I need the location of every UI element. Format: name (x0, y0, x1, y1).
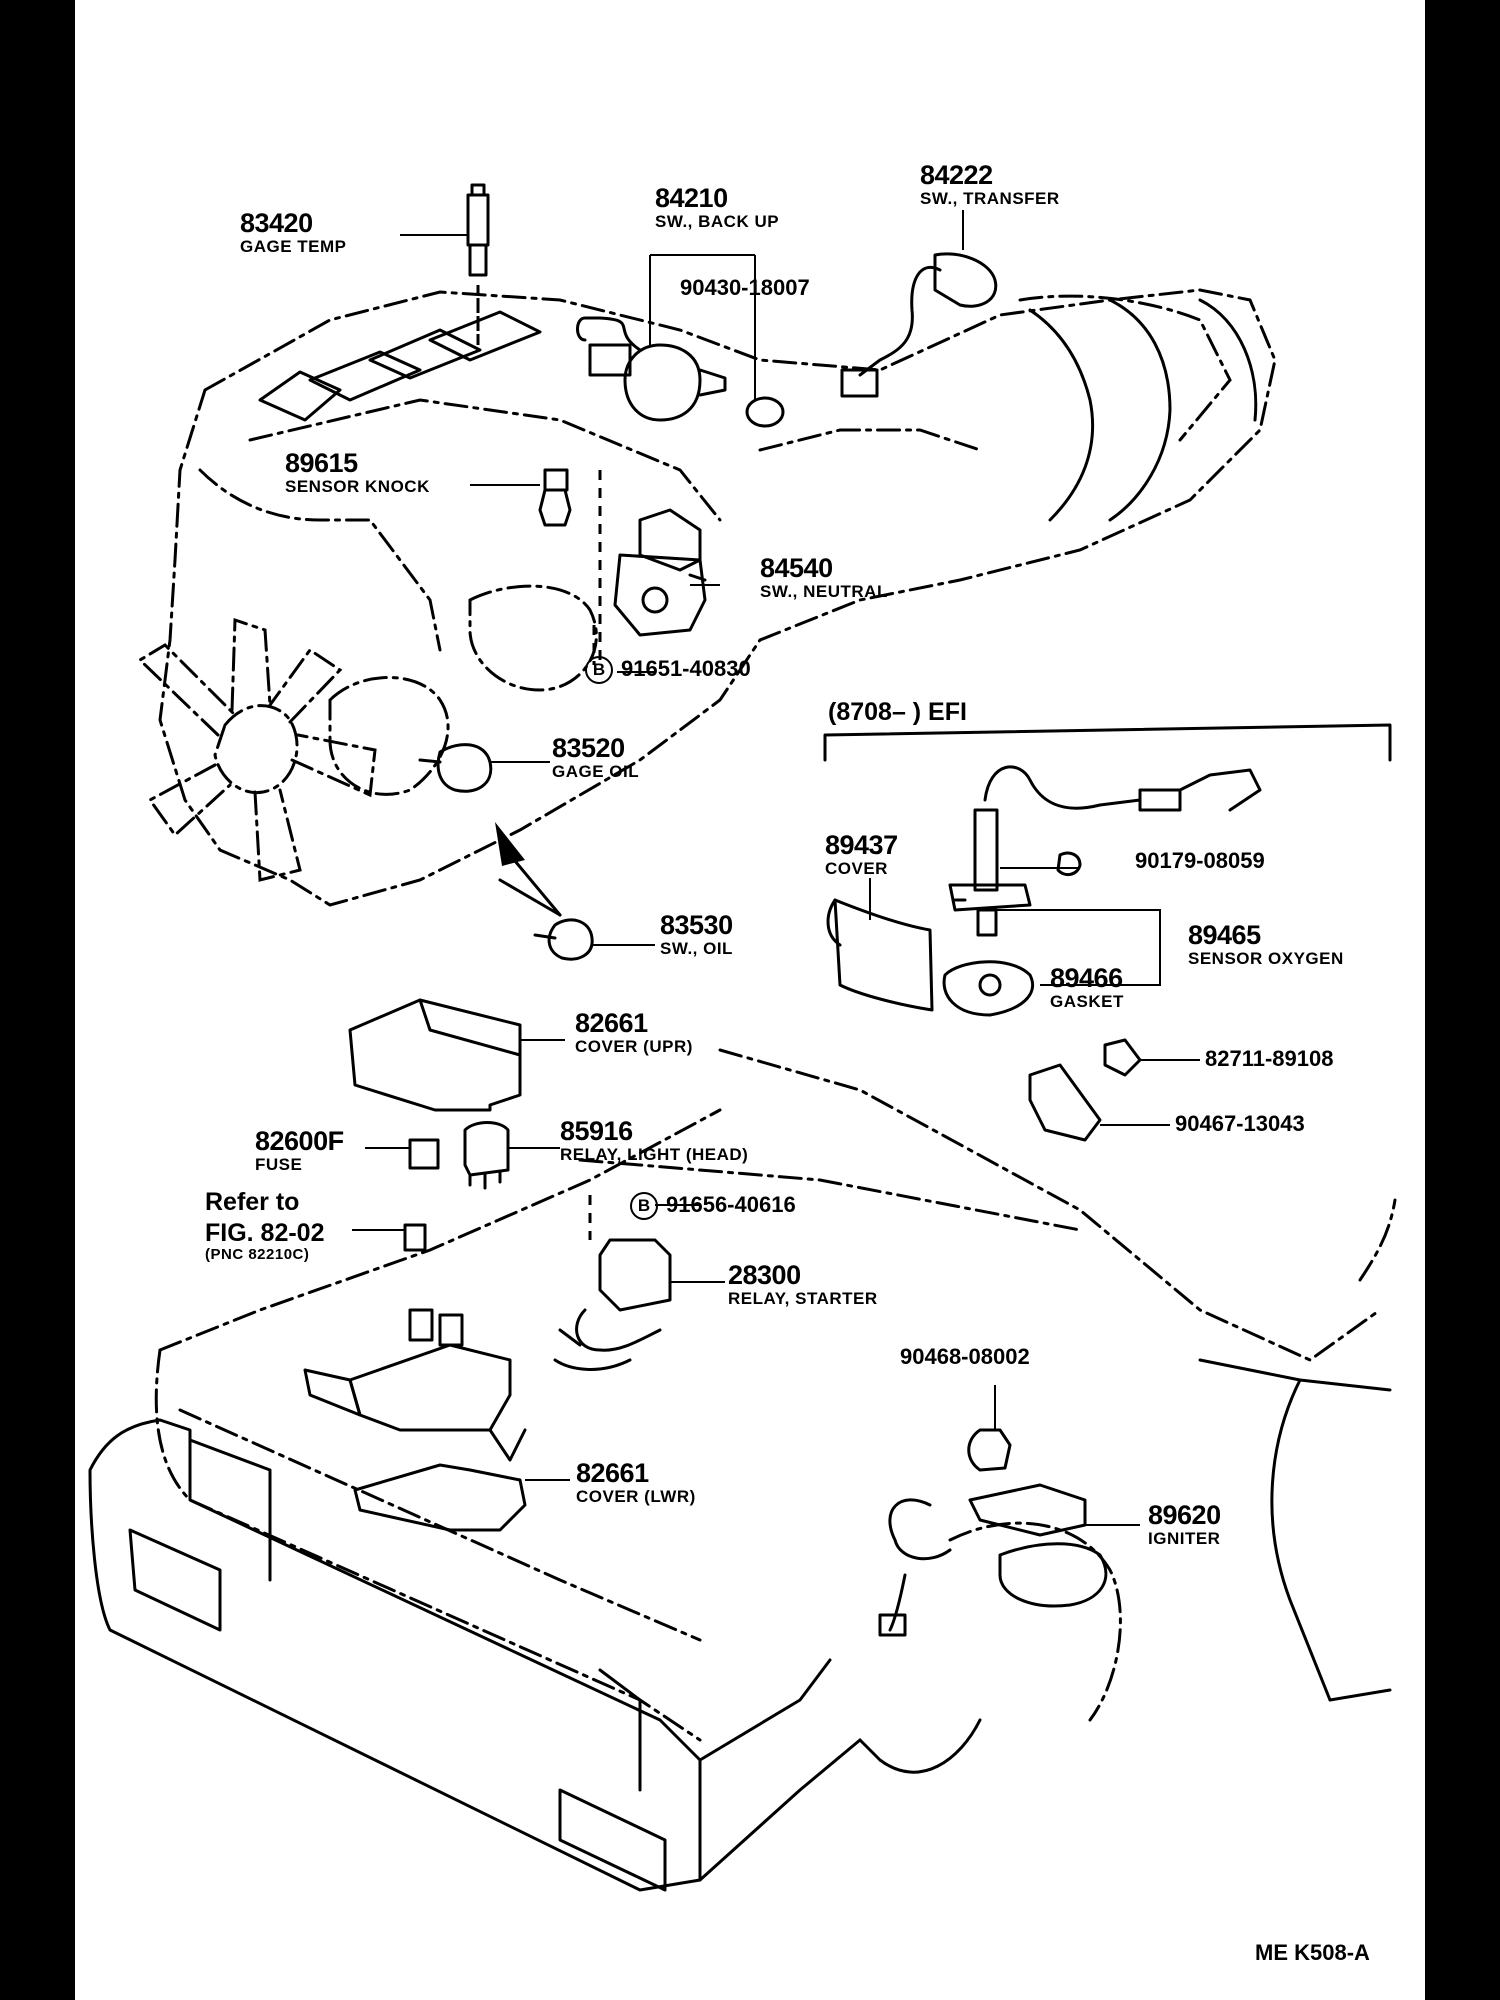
gage-temp-sender-drawing (466, 183, 490, 277)
part-number: 82600F (255, 1126, 344, 1156)
label-82661-lower: 82661 COVER (LWR) (576, 1458, 696, 1506)
label-89465: 89465 SENSOR OXYGEN (1188, 920, 1344, 968)
refer-line2: FIG. 82-02 (205, 1219, 325, 1247)
diagram-sheet (75, 0, 1425, 2000)
cover-lower-drawing (353, 1463, 527, 1532)
part-name: COVER (825, 859, 888, 878)
oil-pressure-switch-drawing (495, 822, 594, 961)
part-number: 89466 (1050, 963, 1123, 993)
engine-drawing (158, 288, 1277, 907)
label-82600F: 82600F FUSE (255, 1126, 344, 1174)
label-89437: 89437 COVER (825, 830, 898, 878)
label-91656-40616: B 91656-40616 (630, 1192, 796, 1220)
part-name: GAGE OIL (552, 762, 640, 781)
part-name: SW., BACK UP (655, 212, 780, 231)
transfer-switch-drawing (840, 252, 998, 398)
part-name: RELAY, STARTER (728, 1289, 878, 1308)
part-number: 83420 (240, 208, 313, 238)
label-90468-08002: 90468-08002 (900, 1344, 1030, 1369)
part-number: 82661 (575, 1008, 648, 1038)
label-90430-18007: 90430-18007 (680, 275, 810, 300)
bracket-small-drawing (1028, 1038, 1142, 1142)
part-name: IGNITER (1148, 1529, 1221, 1548)
part-name: COVER (LWR) (576, 1487, 696, 1506)
label-85916: 85916 RELAY, LIGHT (HEAD) (560, 1116, 749, 1164)
label-84222: 84222 SW., TRANSFER (920, 160, 1060, 208)
part-number: 89465 (1188, 920, 1261, 950)
label-83420: 83420 GAGE TEMP (240, 208, 347, 256)
oxygen-sensor-drawing (948, 765, 1262, 937)
label-84210: 84210 SW., BACK UP (655, 183, 780, 231)
head-light-relay-drawing (463, 1121, 510, 1190)
part-number: 82661 (576, 1458, 649, 1488)
label-83530: 83530 SW., OIL (660, 910, 733, 958)
label-90467-13043: 90467-13043 (1175, 1111, 1305, 1136)
cover-upper-drawing (348, 998, 522, 1112)
sensor-cover-drawing (826, 898, 934, 1012)
part-name: RELAY, LIGHT (HEAD) (560, 1145, 749, 1164)
efi-group-label: (8708– ) EFI (828, 698, 967, 726)
label-28300: 28300 RELAY, STARTER (728, 1260, 878, 1308)
part-number: 89437 (825, 830, 898, 860)
part-number: 28300 (728, 1260, 801, 1290)
part-name: SW., OIL (660, 939, 733, 958)
part-name: GASKET (1050, 992, 1124, 1011)
part-name: SENSOR OXYGEN (1188, 949, 1344, 968)
label-84540: 84540 SW., NEUTRAL (760, 553, 888, 601)
refer-connector-drawing (403, 1223, 427, 1252)
fuse-drawing (408, 1138, 440, 1170)
refer-line3: (PNC 82210C) (205, 1246, 310, 1263)
b-marker: B (585, 656, 613, 684)
relay-block-drawing (303, 1308, 527, 1462)
label-89615: 89615 SENSOR KNOCK (285, 448, 430, 496)
label-83520: 83520 GAGE OIL (552, 733, 640, 781)
part-number: 89620 (1148, 1500, 1221, 1530)
label-89620: 89620 IGNITER (1148, 1500, 1221, 1548)
label-91651-40830: B 91651-40830 (585, 656, 751, 684)
part-name: SW., TRANSFER (920, 189, 1060, 208)
vehicle-front-drawing (88, 1048, 1397, 1892)
label-90179-08059: 90179-08059 (1135, 848, 1265, 873)
part-number: 89615 (285, 448, 358, 478)
knock-sensor-drawing (538, 468, 572, 527)
oil-gage-sender-drawing (418, 743, 493, 793)
igniter-drawing (878, 1483, 1108, 1637)
label-89466: 89466 GASKET (1050, 963, 1124, 1011)
back-up-switch-drawing (576, 316, 785, 428)
part-number: 84222 (920, 160, 993, 190)
part-number: 83520 (552, 733, 625, 763)
part-number: 84540 (760, 553, 833, 583)
part-name: FUSE (255, 1155, 303, 1174)
part-name: SW., NEUTRAL (760, 582, 888, 601)
label-82661-upper: 82661 COVER (UPR) (575, 1008, 693, 1056)
part-name: COVER (UPR) (575, 1037, 693, 1056)
refer-note: Refer to FIG. 82-02 (PNC 82210C) (205, 1188, 325, 1263)
leader-lines (352, 210, 1200, 1526)
part-number: 84210 (655, 183, 728, 213)
label-82711-89108: 82711-89108 (1205, 1046, 1334, 1071)
part-number: 91651-40830 (621, 655, 751, 681)
refer-line1: Refer to (205, 1188, 300, 1216)
starter-relay-drawing (553, 1195, 672, 1371)
figure-code: ME K508-A (1255, 1940, 1370, 1965)
part-number: 85916 (560, 1116, 633, 1146)
part-name: GAGE TEMP (240, 237, 347, 256)
part-number: 91656-40616 (666, 1191, 796, 1217)
b-marker: B (630, 1192, 658, 1220)
part-number: 83530 (660, 910, 733, 940)
efi-bracket (823, 723, 1392, 762)
clamp-drawing (967, 1428, 1012, 1472)
neutral-switch-drawing (613, 508, 707, 637)
part-name: SENSOR KNOCK (285, 477, 430, 496)
fan-drawing (137, 617, 377, 882)
gasket-drawing (942, 960, 1034, 1017)
